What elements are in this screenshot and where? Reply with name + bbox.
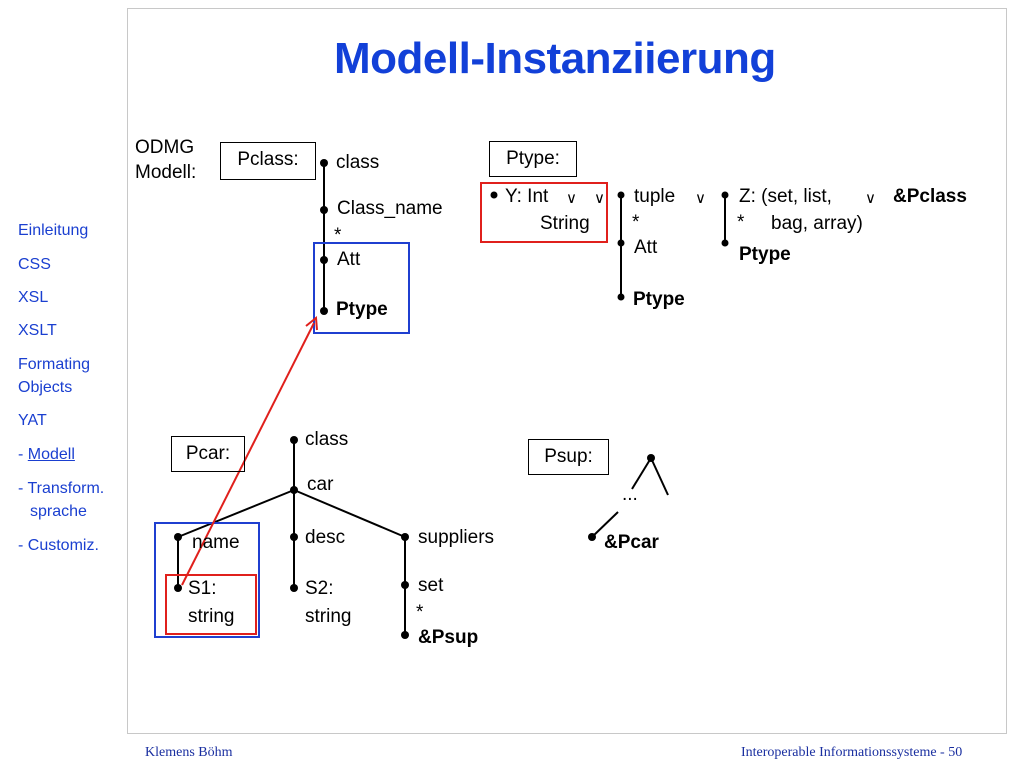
pclass-star: * [334, 225, 342, 246]
ptype-z-set: Z: (set, list, [739, 186, 832, 207]
pcar-s2-line2: string [305, 606, 352, 627]
nav-item-objects[interactable]: Objects [18, 379, 73, 396]
odmg-label-line2: Modell: [135, 162, 197, 183]
ptype-y-int: Y: Int [505, 186, 549, 207]
nav-modell-link[interactable]: Modell [27, 446, 75, 463]
ptype-star-2: * [737, 212, 745, 233]
node-ptype-tuple [617, 191, 625, 199]
node-ptype-ptype [617, 293, 625, 301]
node-pclass-classname [320, 206, 328, 214]
pclass-label-box: Pclass: [220, 142, 316, 180]
node-pcar-s1 [174, 584, 182, 592]
instantiation-arrow-head [305, 316, 318, 331]
slide-frame [127, 8, 1007, 734]
nav-transform-prefix: - [18, 480, 28, 497]
nav-modell-prefix: - [18, 446, 28, 463]
highlight-pcar-name-box [154, 522, 260, 638]
pcar-desc: desc [305, 527, 346, 548]
nav-item-xslt[interactable]: XSLT [18, 322, 57, 339]
nav-item-modell[interactable]: - Modell [18, 444, 75, 466]
node-pcar-psup [401, 631, 409, 639]
nav-item-yat[interactable]: YAT [18, 412, 47, 429]
nav-item-transform[interactable]: - Transform. [18, 478, 104, 500]
pcar-branch-suppliers [293, 489, 406, 538]
node-pclass-att [320, 256, 328, 264]
slide-title: Modell-Instanziierung [334, 34, 776, 83]
ptype-or-3: ∨ [695, 190, 706, 207]
nav-item-customiz[interactable]: - Customiz. [18, 537, 99, 554]
highlight-ptype-y-box [480, 182, 608, 243]
pclass-att: Att [337, 249, 361, 270]
node-pcar-set [401, 581, 409, 589]
node-pcar-car [290, 486, 298, 494]
pcar-s1-line1: S1: [188, 578, 217, 599]
node-pcar-name [174, 533, 182, 541]
node-ptype-y [490, 191, 498, 199]
instantiation-arrow [181, 322, 315, 586]
ptype-pclass-ref: &Pclass [893, 186, 967, 207]
pcar-car: car [307, 474, 334, 495]
ptype-bag-array: bag, array) [771, 213, 863, 234]
ptype-or-2: ∨ [594, 190, 605, 207]
node-ptype-z [721, 191, 729, 199]
pclass-ptype: Ptype [336, 299, 388, 320]
nav-item-einleitung[interactable]: Einleitung [18, 222, 89, 239]
psup-branch-left [631, 457, 652, 490]
psup-branch-lower [591, 511, 619, 538]
node-ptype-att [617, 239, 625, 247]
nav-transform-label: Transform. [27, 480, 105, 497]
psup-pcar-ref: &Pcar [604, 532, 659, 553]
footer-course: Interoperable Informationssysteme - 50 [741, 745, 963, 760]
pcar-name: name [192, 532, 240, 553]
pcar-s2-line1: S2: [305, 578, 334, 599]
ptype-att: Att [634, 237, 658, 258]
pcar-star: * [416, 602, 424, 623]
ptype-or-4: ∨ [865, 190, 876, 207]
ptype-string: String [540, 213, 590, 234]
pcar-label-box: Pcar: [171, 436, 245, 472]
pcar-psup-ref: &Psup [418, 627, 479, 648]
nav-item-xsl[interactable]: XSL [18, 289, 49, 306]
odmg-label-line1: ODMG [135, 137, 195, 158]
pcar-branch-name [177, 489, 295, 538]
pcar-s1-line2: string [188, 606, 235, 627]
nav-item-sprache[interactable]: sprache [30, 503, 87, 520]
node-psup-root [647, 454, 655, 462]
psup-label-box: Psup: [528, 439, 609, 475]
highlight-pcar-s1-box [165, 574, 257, 635]
pcar-set: set [418, 575, 444, 596]
node-psup-pcar [588, 533, 596, 541]
ptype-tuple: tuple [634, 186, 676, 207]
ptype-or-1: ∨ [566, 190, 577, 207]
ptype-star: * [632, 212, 640, 233]
pcar-suppliers: suppliers [418, 527, 495, 548]
node-pclass-class [320, 159, 328, 167]
node-pcar-s2 [290, 584, 298, 592]
ptype-ptype: Ptype [633, 289, 685, 310]
psup-branch-right [650, 457, 669, 496]
node-pcar-suppliers [401, 533, 409, 541]
highlight-pclass-att-box [313, 242, 410, 334]
ptype-z-ptype: Ptype [739, 244, 791, 265]
psup-ellipsis: ... [622, 484, 638, 505]
ptype-label-box: Ptype: [489, 141, 577, 177]
pclass-classname: Class_name [337, 198, 443, 219]
pcar-class: class [305, 429, 349, 450]
node-pcar-desc [290, 533, 298, 541]
node-pclass-ptype [320, 307, 328, 315]
nav-item-formating[interactable]: Formating [18, 356, 91, 373]
footer-author: Klemens Böhm [145, 745, 233, 760]
pclass-class: class [336, 152, 380, 173]
node-ptype-z-ptype [721, 239, 729, 247]
nav-item-css[interactable]: CSS [18, 256, 51, 273]
node-pcar-class [290, 436, 298, 444]
